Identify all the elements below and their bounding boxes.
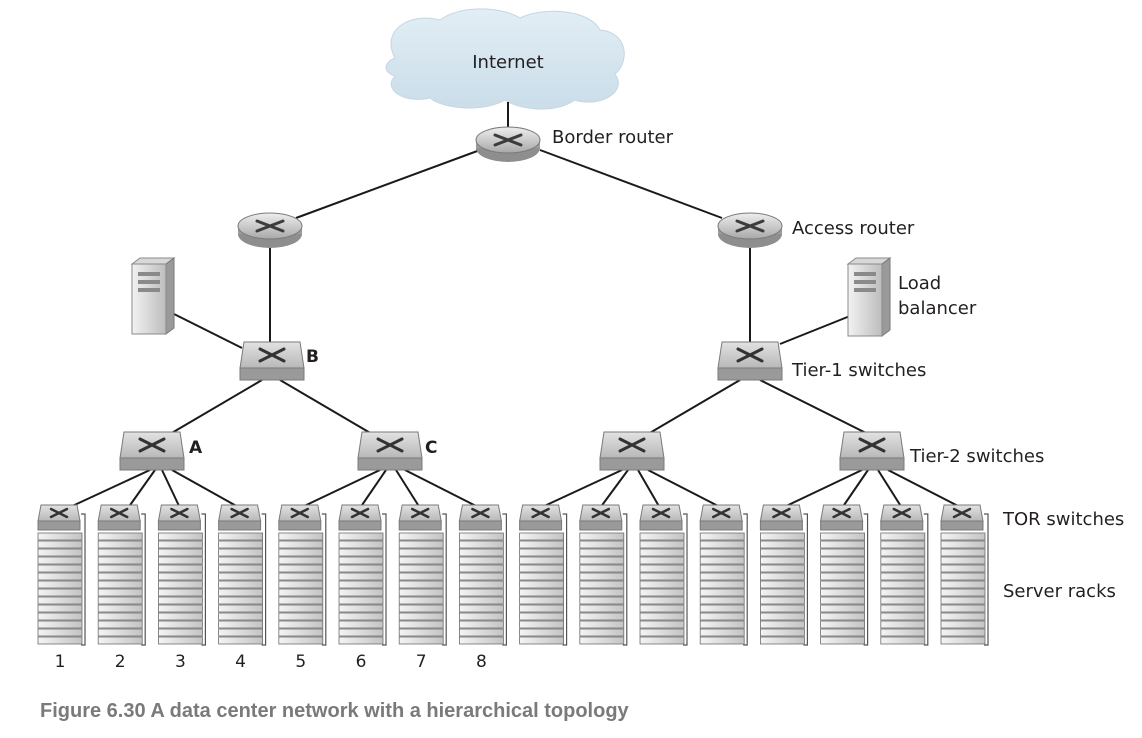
tor-switch <box>518 504 563 531</box>
rack-number: 1 <box>55 652 66 672</box>
tier2-switch-a <box>119 431 185 471</box>
tor-switch <box>639 504 683 531</box>
load-balancer-label-line2: balancer <box>898 298 977 319</box>
rack-15 <box>880 504 929 646</box>
rack-numbers: 1 2 3 4 5 6 7 8 <box>55 652 487 672</box>
tier1-switch-b <box>239 341 305 381</box>
links <box>67 102 963 509</box>
rack-10 <box>579 504 628 646</box>
tor-switches-label: TOR switches <box>1002 509 1124 530</box>
tor-switch <box>278 504 322 531</box>
rack-14 <box>819 504 869 646</box>
tor-switch <box>398 504 442 531</box>
server-racks-label: Server racks <box>1003 581 1116 602</box>
tor-switch <box>217 504 262 531</box>
tor-switch <box>940 504 984 531</box>
load-balancer-label-line1: Load <box>898 273 941 294</box>
tier1-switch-right <box>717 341 783 381</box>
rack-number: 3 <box>175 652 186 672</box>
internet-cloud: Internet <box>385 8 625 110</box>
node-letter-c: C <box>425 438 437 458</box>
rack-6 <box>338 504 387 646</box>
access-router-right <box>717 212 783 248</box>
tier2-switch-c <box>357 431 423 471</box>
tor-switch <box>338 504 382 531</box>
tor-switch <box>458 504 503 531</box>
rack-1 <box>37 504 86 646</box>
rack-13 <box>759 504 809 646</box>
tier2-switch-4 <box>839 431 905 471</box>
figure-caption: Figure 6.30 A data center network with a… <box>40 700 629 722</box>
rack-number: 5 <box>295 652 306 672</box>
rack-9 <box>518 504 568 646</box>
rack-number: 6 <box>356 652 367 672</box>
internet-label: Internet <box>472 52 543 73</box>
node-letter-a: A <box>189 438 203 458</box>
tor-switch <box>37 504 81 531</box>
rack-number: 2 <box>115 652 126 672</box>
border-router <box>475 126 541 162</box>
rack-5 <box>278 504 327 646</box>
tor-switch <box>157 504 202 531</box>
server-left <box>130 257 176 335</box>
tier2-switch-3 <box>599 431 665 471</box>
rack-4 <box>217 504 267 646</box>
rack-11 <box>639 504 688 646</box>
access-router-left <box>237 212 303 248</box>
rack-12 <box>699 504 748 646</box>
rack-16 <box>940 504 989 646</box>
tor-switch <box>759 504 804 531</box>
rack-number: 4 <box>235 652 246 672</box>
tor-switch <box>579 504 623 531</box>
rack-number: 7 <box>416 652 427 672</box>
rack-8 <box>458 504 507 646</box>
rack-3 <box>157 504 206 646</box>
tor-switch <box>699 504 743 531</box>
rack-7 <box>398 504 447 646</box>
tor-switch <box>880 504 924 531</box>
tor-switch <box>97 504 141 531</box>
server-racks <box>37 504 989 646</box>
node-letter-b: B <box>306 347 319 367</box>
tier2-switches-label: Tier-2 switches <box>909 446 1044 467</box>
rack-number: 8 <box>476 652 487 672</box>
tor-switch <box>819 504 864 531</box>
access-router-label: Access router <box>792 218 915 239</box>
border-router-label: Border router <box>552 127 674 148</box>
rack-2 <box>97 504 146 646</box>
tier1-switches-label: Tier-1 switches <box>791 360 926 381</box>
load-balancer-server <box>846 257 892 337</box>
